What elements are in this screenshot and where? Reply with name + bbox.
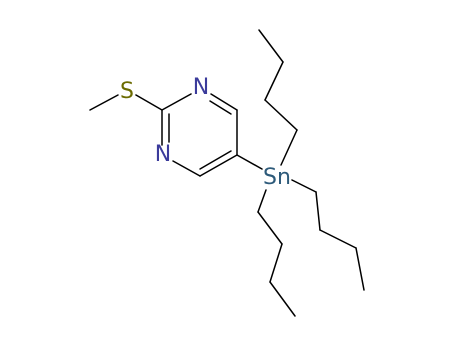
bond-butyl1-d — [258, 29, 284, 63]
bond-butyl2-a — [291, 179, 317, 193]
sulfur-atom-label: S — [120, 79, 134, 104]
bond-butyl1-b — [264, 99, 298, 131]
bond-sulfur-c2 — [135, 94, 163, 111]
bond-c5-c6-double — [199, 150, 232, 170]
bonds — [89, 29, 365, 317]
bond-n3-c4 — [210, 93, 238, 111]
bond-c6-n1 — [172, 160, 201, 177]
bond-butyl3-d — [269, 281, 296, 317]
atom-labels: S N N Sn — [120, 75, 291, 190]
bond-butyl2-b — [315, 191, 321, 231]
bond-c5-tin — [236, 154, 263, 170]
bond-butyl2-c — [319, 229, 357, 249]
bond-butyl1-a — [280, 129, 298, 166]
nitrogen-left-atom-label: N — [155, 142, 171, 167]
bond-c2-n3 — [161, 93, 192, 111]
bond-methyl-sulfur — [89, 94, 119, 111]
tin-atom-label: Sn — [263, 165, 291, 190]
nitrogen-top-atom-label: N — [193, 75, 209, 100]
bond-butyl3-b — [257, 211, 283, 245]
bond-butyl2-d — [355, 247, 365, 291]
bond-butyl3-a — [257, 189, 267, 213]
bond-butyl3-c — [269, 243, 283, 283]
bond-c4-n3-double — [209, 100, 232, 115]
bond-butyl1-c — [264, 61, 284, 101]
bond-c5-c6 — [199, 154, 238, 177]
